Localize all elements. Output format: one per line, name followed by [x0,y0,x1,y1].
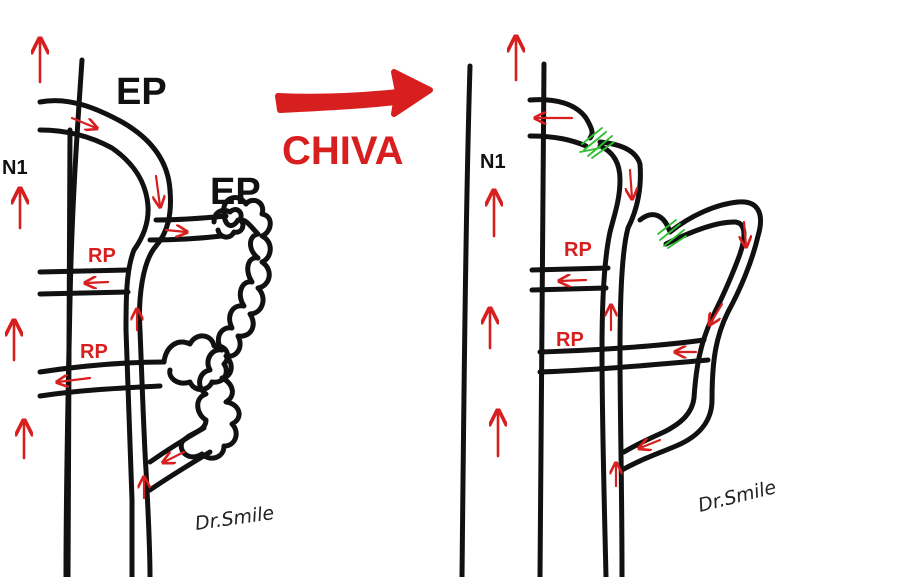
after-n1-label: N1 [480,151,506,173]
deep-vein-wall [65,127,73,577]
rp-upper-flow-arrow [86,282,110,283]
after-rp-lower-top [537,337,707,355]
after-saphenous-outer [597,139,643,577]
after-tributary-return-arrow [640,440,662,448]
after-junction-stub-bottom [527,133,589,149]
signature-left: Dr.Smile [194,502,276,535]
ligation-mark-lower [657,219,687,249]
varicose-cluster [178,195,273,461]
after-deep-vein-inner [537,61,547,577]
after-rp-upper-flow-arrow [560,280,588,281]
after-loop-down-arrow [710,302,724,324]
after-tributary-inner [621,219,747,455]
after-trunk-down-arrow [630,168,632,198]
after-deep-vein-outer [459,63,473,577]
before-panel: EP EP N1 RP RP Dr.Smile [2,40,275,577]
after-tributary-outer [619,199,763,473]
ep-side-label: EP [210,171,261,213]
after-saphenous-inner [597,143,623,577]
rp-lower-vein-top [37,359,167,375]
saphenous-outer-wall [37,98,173,577]
rp-lower-label: RP [80,341,108,363]
after-tributary-down-arrow [744,220,746,246]
after-rp-upper-top [529,265,611,273]
cluster-top-knob [211,207,246,240]
after-rp-lower-bottom [537,357,711,375]
chiva-title: CHIVA [282,129,403,173]
rp-lower-vein-bottom [37,383,163,399]
saphenous-inner-wall [37,127,151,577]
ep-branch-bottom [147,233,225,243]
reflux-arrow-branch [164,230,186,232]
ep-top-label: EP [116,71,167,113]
tributary-flow-arrow [164,450,186,462]
after-rp-upper-label: RP [564,239,592,261]
after-rp-lower-label: RP [556,329,584,351]
rp-lower-flow-arrow [58,378,92,382]
after-junction-stub-top [527,97,595,141]
ligation-mark-upper [579,127,615,159]
transition-arrow [275,69,433,117]
rp-upper-vein-top [37,267,131,275]
rp-upper-vein-bottom [37,289,131,297]
ep-branch-top [153,213,229,223]
reflux-arrow-junction [70,116,96,128]
reflux-arrow-trunk [156,174,160,206]
signature-right: Dr.Smile [696,476,779,517]
after-panel: N1 RP RP Dr.Smile [459,38,779,577]
cluster-lower-lobe [161,333,231,392]
rp-upper-label: RP [88,245,116,267]
after-rp-upper-bottom [529,285,609,293]
n1-label: N1 [2,157,28,179]
procedure-transition: CHIVA [275,69,433,173]
